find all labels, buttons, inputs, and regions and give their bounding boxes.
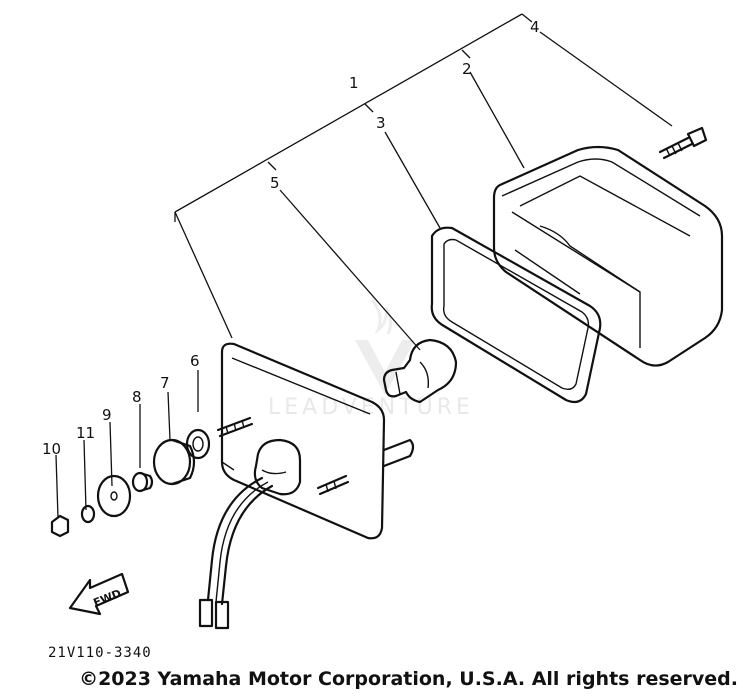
bulb xyxy=(382,338,458,404)
callout-6: 6 xyxy=(190,352,200,370)
callout-7: 7 xyxy=(160,374,170,392)
fwd-arrow: FWD xyxy=(68,572,130,616)
callout-labels: 1 2 3 4 5 6 7 8 9 10 11 xyxy=(42,18,540,458)
drawing-code: 21V110-3340 xyxy=(48,645,152,661)
callout-10: 10 xyxy=(42,440,61,458)
gasket xyxy=(430,226,602,404)
washer xyxy=(185,428,211,460)
callout-1: 1 xyxy=(349,74,359,92)
screw xyxy=(658,126,708,160)
socket-wires xyxy=(198,438,302,630)
base-plate xyxy=(220,342,415,540)
callout-5: 5 xyxy=(270,174,280,192)
callout-8: 8 xyxy=(132,388,142,406)
grommet xyxy=(152,438,196,486)
watermark-text: LEADVENTURE xyxy=(268,395,474,420)
copyright-notice: ©2023 Yamaha Motor Corporation, U.S.A. A… xyxy=(79,668,738,690)
callout-2: 2 xyxy=(462,60,472,78)
lens-housing xyxy=(492,145,724,367)
collar xyxy=(131,471,154,493)
callout-11: 11 xyxy=(76,424,95,442)
callout-9: 9 xyxy=(102,406,112,424)
stud-bolts xyxy=(216,416,350,496)
plate-washer xyxy=(96,474,132,518)
callout-4: 4 xyxy=(530,18,540,36)
watermark-logo: LEADVENTURE xyxy=(268,299,474,420)
fwd-label: FWD xyxy=(92,587,124,610)
nut xyxy=(50,514,70,538)
lock-washer xyxy=(80,504,96,524)
assembly-brackets xyxy=(174,13,533,339)
callout-3: 3 xyxy=(376,114,386,132)
